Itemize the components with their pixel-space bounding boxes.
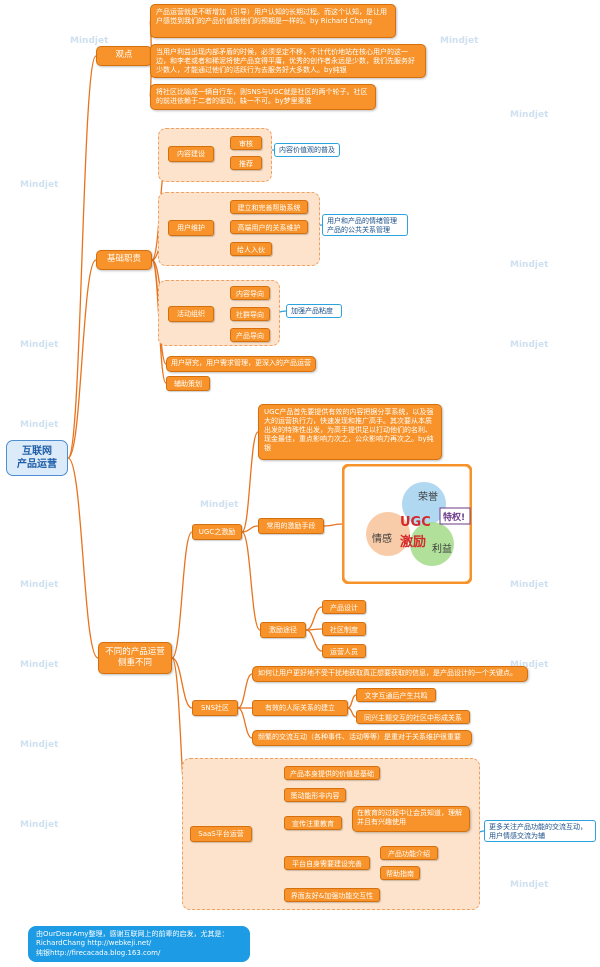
- community-relation-node[interactable]: 同兴主题交互的社区中形成关系: [356, 710, 470, 724]
- watermark: Mindjet: [20, 820, 59, 830]
- different-products-node[interactable]: 不同的产品运营侧重不同: [98, 642, 172, 674]
- footer-line-3[interactable]: 纯银http://firecacada.blog.163.com/: [36, 948, 161, 957]
- connector-line: [241, 525, 259, 533]
- watermark: Mindjet: [20, 660, 59, 670]
- help-system-node[interactable]: 建立和完善帮助系统: [230, 200, 308, 214]
- recruit-node[interactable]: 给人入伙: [230, 242, 272, 256]
- privilege-box: [439, 507, 471, 525]
- content-building-node[interactable]: 内容建设: [168, 146, 214, 162]
- basic-duties-node[interactable]: 基础职责: [96, 250, 152, 270]
- viewpoint-quote-1[interactable]: 产品运营就是不断增加（引导）用户认知的长期过程。而这个认知，是让用户感觉到我们的…: [150, 4, 396, 38]
- connector-line: [171, 531, 193, 659]
- emotion-label: 情感: [372, 532, 392, 545]
- connector-line: [305, 629, 323, 652]
- watermark: Mindjet: [20, 420, 59, 430]
- education-detail-node[interactable]: 在教育的过程中让会员知道，理解并且有兴趣使用: [352, 806, 470, 832]
- activity-node[interactable]: 活动组织: [168, 306, 214, 322]
- community-rules-node[interactable]: 社区制度: [322, 622, 366, 636]
- product-design-node[interactable]: 产品设计: [322, 600, 366, 614]
- content-oriented-node[interactable]: 内容导向: [230, 286, 270, 300]
- content-strategy-node[interactable]: 策动能形非内容: [284, 788, 346, 802]
- platform-build-node[interactable]: 平台自身需要建设完善: [284, 856, 370, 870]
- saas-note: 更多关注产品功能的交流互动，用户情感交流为辅: [484, 820, 596, 842]
- ugc-description[interactable]: UGC产品首先要提供有效的内容把据分享系统，以及强大的运营执行力，快速发现和推广…: [258, 404, 442, 460]
- connector-line: [241, 531, 261, 631]
- ui-friendly-node[interactable]: 界面友好&加强功能交互性: [284, 888, 380, 902]
- content-review-node[interactable]: 审核: [230, 136, 262, 150]
- footer-line-1: 由OurDearAmy整理，感谢互联网上的前辈的启发，尤其是：: [36, 930, 229, 938]
- emotion-circle: [366, 512, 410, 556]
- watermark: Mindjet: [20, 580, 59, 590]
- privilege-label: 特权!: [443, 511, 465, 523]
- benefit-circle: [410, 522, 454, 566]
- product-value-node[interactable]: 产品本身提供的价值是基础: [284, 766, 380, 780]
- operators-node[interactable]: 运营人员: [322, 644, 366, 658]
- connector-line: [67, 55, 97, 459]
- watermark: Mindjet: [510, 580, 549, 590]
- assist-planning-node[interactable]: 辅助策划: [166, 376, 210, 391]
- content-recommend-node[interactable]: 推荐: [230, 156, 262, 170]
- product-oriented-node[interactable]: 产品导向: [230, 328, 270, 342]
- content-note: 内容价值观的普及: [274, 143, 340, 157]
- watermark: Mindjet: [20, 740, 59, 750]
- benefit-label: 利益: [432, 542, 452, 555]
- viewpoint-node[interactable]: 观点: [96, 46, 152, 66]
- watermark: Mindjet: [20, 180, 59, 190]
- incentive-means-node[interactable]: 常用的激励手段: [258, 518, 324, 534]
- ugc-label: UGC: [400, 515, 431, 530]
- connector-line: [237, 707, 253, 739]
- activity-note: 加强产品粘度: [286, 304, 342, 318]
- ugc-incentive-image: 荣誉 特权! 情感 UGC 激励 利益: [341, 463, 473, 585]
- frequent-interaction-item[interactable]: 频繁的交流互动（各种事件、活动等等）是重对于关系维护很重要: [252, 730, 472, 746]
- honor-label: 荣誉: [418, 490, 438, 503]
- incentive-label: 激励: [400, 534, 426, 550]
- watermark: Mindjet: [510, 660, 549, 670]
- sns-info-item[interactable]: 如何让用户更好地不受干扰地获取真正想要获取的信息，是产品设计的一个关键点。: [252, 666, 528, 682]
- vip-relation-node[interactable]: 高端用户的关系维护: [230, 220, 308, 234]
- saas-operation-node[interactable]: SaaS平台运营: [190, 826, 252, 842]
- user-maintain-node[interactable]: 用户维护: [168, 220, 214, 236]
- root-title-line2: 产品运营: [17, 459, 57, 470]
- education-node[interactable]: 宣传注重教育: [284, 816, 342, 830]
- resonance-node[interactable]: 文字互通后产生共鸣: [356, 688, 436, 702]
- community-oriented-node[interactable]: 社群导向: [230, 307, 270, 321]
- ugc-incentive-illustration: 荣誉 特权! 情感 UGC 激励 利益: [341, 463, 473, 585]
- connector-line: [171, 657, 193, 709]
- honor-circle: [402, 482, 446, 526]
- watermark: Mindjet: [440, 36, 479, 46]
- user-research-node[interactable]: 用户研究，用户需求管理，更深入的产品运营: [166, 356, 316, 372]
- root-node[interactable]: 互联网 产品运营: [6, 440, 68, 476]
- connector-line: [67, 457, 99, 659]
- watermark: Mindjet: [200, 500, 239, 510]
- connector-line: [67, 259, 97, 459]
- footer-credits: 由OurDearAmy整理，感谢互联网上的前辈的启发，尤其是： RichardC…: [28, 926, 250, 962]
- sns-community-node[interactable]: SNS社区: [192, 700, 238, 716]
- connector-line: [305, 606, 323, 631]
- root-title-line1: 互联网: [22, 446, 52, 457]
- viewpoint-quote-2[interactable]: 当用户利益出现内部矛盾的时候，必须坚定不移，不计代价地站在核心用户的这一边，和李…: [150, 44, 426, 78]
- watermark: Mindjet: [510, 880, 549, 890]
- feature-intro-node[interactable]: 产品功能介绍: [380, 846, 438, 860]
- watermark: Mindjet: [510, 110, 549, 120]
- watermark: Mindjet: [20, 340, 59, 350]
- help-guide-node[interactable]: 帮助指南: [380, 866, 420, 880]
- watermark: Mindjet: [70, 36, 109, 46]
- watermark: Mindjet: [510, 340, 549, 350]
- footer-line-2[interactable]: RichardChang http://webkeji.net/: [36, 939, 152, 948]
- maintain-note: 用户和产品的情绪管理 产品的公共关系管理: [322, 214, 408, 236]
- ugc-incentive-node[interactable]: UGC之激励: [192, 524, 242, 540]
- relationship-building-node[interactable]: 有效的人际关系的建立: [252, 700, 348, 716]
- viewpoint-quote-3[interactable]: 将社区比喻成一辆自行车，则SNS与UGC就是社区的两个轮子。社区的前进依赖于二者…: [150, 84, 376, 110]
- watermark: Mindjet: [510, 260, 549, 270]
- connector-line: [241, 431, 259, 533]
- connector-line: [237, 673, 253, 709]
- connector-line: [323, 523, 343, 527]
- connector-line: [347, 707, 357, 718]
- connector-line: [347, 694, 357, 709]
- incentive-path-node[interactable]: 激励途径: [260, 622, 306, 638]
